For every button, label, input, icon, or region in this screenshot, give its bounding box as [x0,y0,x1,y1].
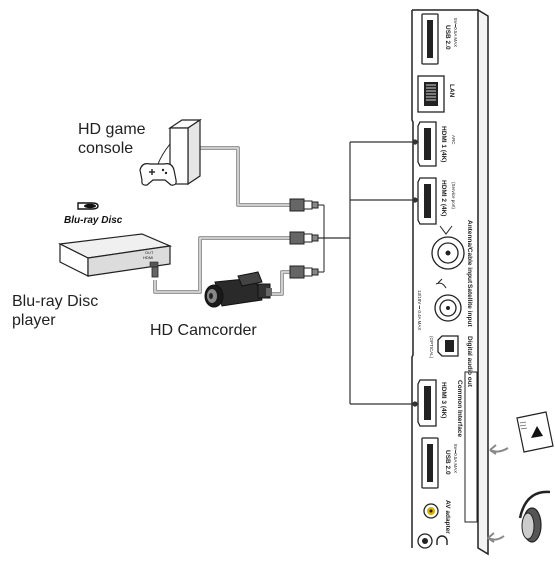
usb-port-2: USB 2.0 5V⎓0.5A MAX [421,437,458,489]
headphone-icon [436,535,448,545]
camcorder-label: HD Camcorder [150,322,257,339]
satellite-label: Satellite input [466,284,473,327]
satellite-input: Satellite input 13/18V ⎓ 0.4A MAX [417,278,473,330]
antenna-label: Antenna/Cable input [466,220,473,284]
bluray-logo: Blu-ray Disc [64,202,123,226]
usb2-label: USB 2.0 [444,450,451,475]
bluray-hdmi-label: HDMI [143,255,153,260]
hdmi-plugs [289,198,325,279]
hdmi2-tag: (Service port) [451,182,456,210]
ci-card [489,411,554,455]
common-interface-slot [464,371,478,523]
card-direction-icon [531,426,543,438]
antenna-icon [439,225,453,235]
hdmi-port-1: HDMI 1 (4K) ARC [417,121,456,167]
bluray-out-label: OUT [145,250,154,255]
av-adapter-label: AV adapter [444,500,451,534]
lan-label: LAN [448,84,455,98]
usb1-label: USB 2.0 [444,25,451,50]
usb1-rating: 5V⎓0.5A MAX [453,18,458,47]
optical-label: (OPTICAL) [429,336,434,359]
cables [153,146,290,296]
bluray-player-label: Blu-ray Disc player [12,293,99,329]
hdmi-port-2: HDMI 2 (4K) (Service port) [417,177,456,225]
game-console [139,118,202,186]
hdmi-plug-game [289,198,319,212]
camcorder [204,271,272,308]
connection-lines [318,139,418,407]
hdmi-port-3: HDMI 3 (4K) Common Interface [417,379,463,437]
hdmi1-label: HDMI 1 (4K) [440,126,447,162]
hdmi3-label: HDMI 3 (4K) [440,382,447,418]
satellite-dish-icon [435,278,447,289]
hdmi-plug-bluray [289,231,319,245]
satellite-rating: 13/18V ⎓ 0.4A MAX [417,290,422,330]
tv-side-panel [411,8,489,556]
antenna-input: Antenna/Cable input [431,220,473,284]
gamepad-icon [139,143,177,186]
optical-port: Digital audio out (OPTICAL) [429,335,473,388]
common-interface-label: Common Interface [456,380,463,437]
bluray-player: OUT HDMI [57,233,173,278]
digital-audio-label: Digital audio out [466,336,473,388]
hdmi2-label: HDMI 2 (4K) [440,180,447,216]
usb2-rating: 5V⎓0.5A MAX [453,444,458,473]
hdmi1-tag: ARC [451,135,456,145]
hdmi-plug-camcorder [289,265,319,279]
bluray-logo-text: Blu-ray Disc [64,215,123,226]
headphones [487,490,551,543]
game-console-label: HD game console [78,121,146,157]
headphone-jack [417,533,448,549]
usb-port-1: USB 2.0 5V⎓0.5A MAX [421,13,458,65]
av-adapter-jack: AV adapter [423,500,451,534]
lan-port: LAN [417,75,455,113]
